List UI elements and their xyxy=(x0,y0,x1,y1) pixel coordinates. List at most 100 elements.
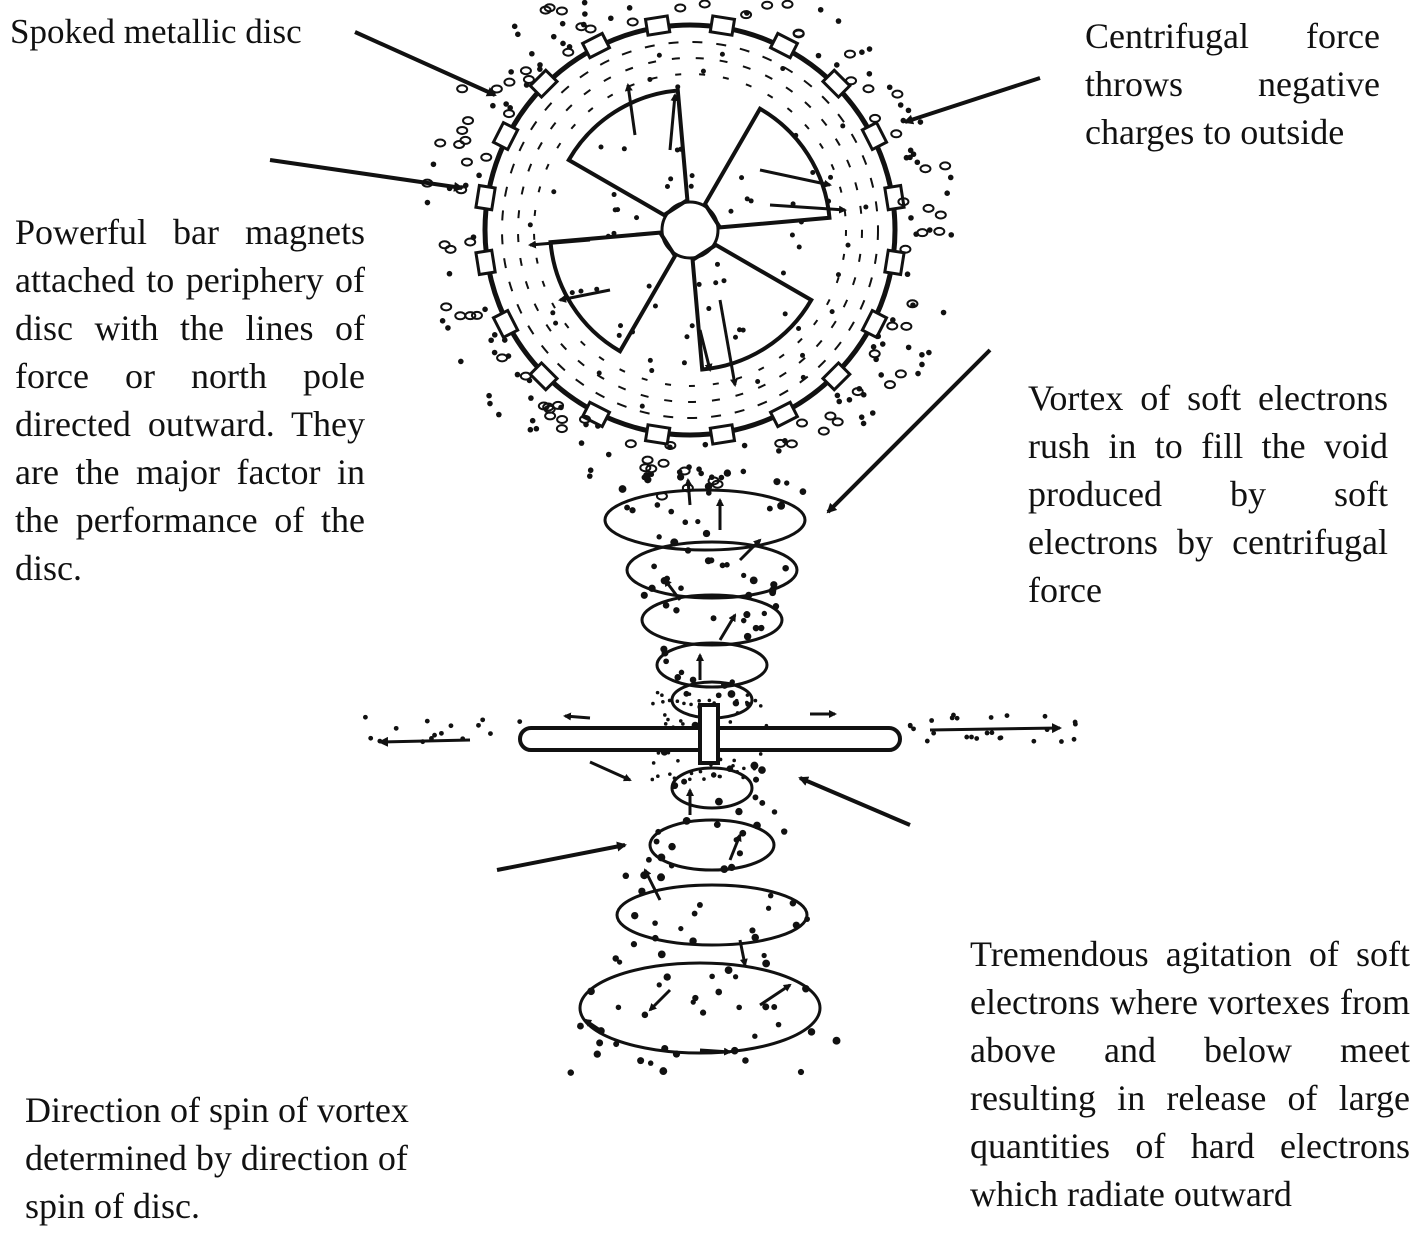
particle xyxy=(742,1057,749,1064)
particle xyxy=(595,423,601,429)
disc-spokes xyxy=(551,91,830,370)
particle xyxy=(915,159,921,165)
particle xyxy=(512,24,518,30)
particle xyxy=(646,857,652,863)
particle xyxy=(682,360,687,365)
particle xyxy=(698,471,704,477)
spoke-sector xyxy=(569,91,688,215)
particle xyxy=(487,401,493,407)
particle xyxy=(732,759,736,763)
particle xyxy=(745,701,749,705)
particle xyxy=(599,145,604,150)
particle xyxy=(668,176,673,181)
particle xyxy=(793,133,798,138)
particle xyxy=(577,1023,584,1030)
particle xyxy=(799,219,804,224)
particle xyxy=(887,322,897,329)
particle xyxy=(733,335,738,340)
particle xyxy=(568,1069,574,1075)
particle xyxy=(656,774,660,778)
particle xyxy=(709,974,715,980)
particle xyxy=(846,243,851,248)
vortex-arrow xyxy=(645,870,660,900)
particle xyxy=(818,7,824,13)
particle xyxy=(490,103,496,109)
particle xyxy=(715,262,720,267)
particle xyxy=(446,246,456,253)
particle xyxy=(701,69,706,74)
particle xyxy=(836,399,842,405)
particle xyxy=(915,371,921,377)
particle xyxy=(486,393,492,399)
particle xyxy=(425,719,430,724)
particle xyxy=(649,368,654,373)
particle xyxy=(648,1060,654,1066)
particle xyxy=(560,41,566,47)
particle xyxy=(948,232,954,238)
particle xyxy=(690,173,695,178)
particle xyxy=(715,798,723,806)
particle xyxy=(608,15,614,21)
particle xyxy=(905,271,911,277)
particle xyxy=(586,25,596,32)
particle xyxy=(560,21,566,27)
particle xyxy=(830,309,835,314)
particle xyxy=(481,154,491,161)
particle xyxy=(619,485,627,493)
particle xyxy=(529,51,535,57)
particle xyxy=(504,110,514,117)
particle xyxy=(758,766,766,774)
particle xyxy=(674,674,681,681)
particle xyxy=(492,350,498,356)
particle xyxy=(666,718,670,722)
particle xyxy=(530,418,536,424)
flow-arrow xyxy=(720,300,735,385)
particle xyxy=(480,717,485,722)
particle xyxy=(631,912,638,919)
particle xyxy=(835,393,841,399)
particle xyxy=(828,175,833,180)
particle xyxy=(425,200,431,206)
particle xyxy=(594,1051,601,1058)
particle xyxy=(440,318,446,324)
particle xyxy=(780,66,785,71)
particle xyxy=(617,959,622,964)
particle xyxy=(936,211,946,218)
particle xyxy=(657,873,665,881)
particle xyxy=(867,46,873,52)
particle xyxy=(611,231,616,236)
particle xyxy=(767,506,773,512)
particle xyxy=(640,404,645,409)
particle xyxy=(695,519,700,524)
particle xyxy=(731,764,735,768)
particle xyxy=(784,480,789,485)
particle xyxy=(697,699,701,703)
particle xyxy=(908,724,913,729)
particle xyxy=(692,911,698,917)
particle xyxy=(648,358,653,363)
particle xyxy=(790,232,795,237)
particle xyxy=(445,325,451,331)
particle xyxy=(990,730,995,735)
vortex-arrow xyxy=(700,1050,730,1052)
particle xyxy=(719,475,725,481)
particle xyxy=(908,148,914,154)
particle xyxy=(744,10,750,16)
particle xyxy=(761,953,766,958)
particle xyxy=(797,244,802,249)
particle xyxy=(941,310,947,316)
particle xyxy=(681,779,687,785)
particle xyxy=(1005,713,1010,718)
particle xyxy=(678,585,684,591)
particle xyxy=(667,444,673,450)
particle xyxy=(749,198,754,203)
particle xyxy=(776,1022,782,1028)
particle xyxy=(647,284,652,289)
particle xyxy=(440,241,450,248)
particle xyxy=(612,192,617,197)
flow-arrow xyxy=(770,205,845,210)
vortex-arrow xyxy=(760,985,790,1005)
particle xyxy=(741,618,746,623)
particle xyxy=(753,767,757,771)
particle xyxy=(929,718,934,723)
